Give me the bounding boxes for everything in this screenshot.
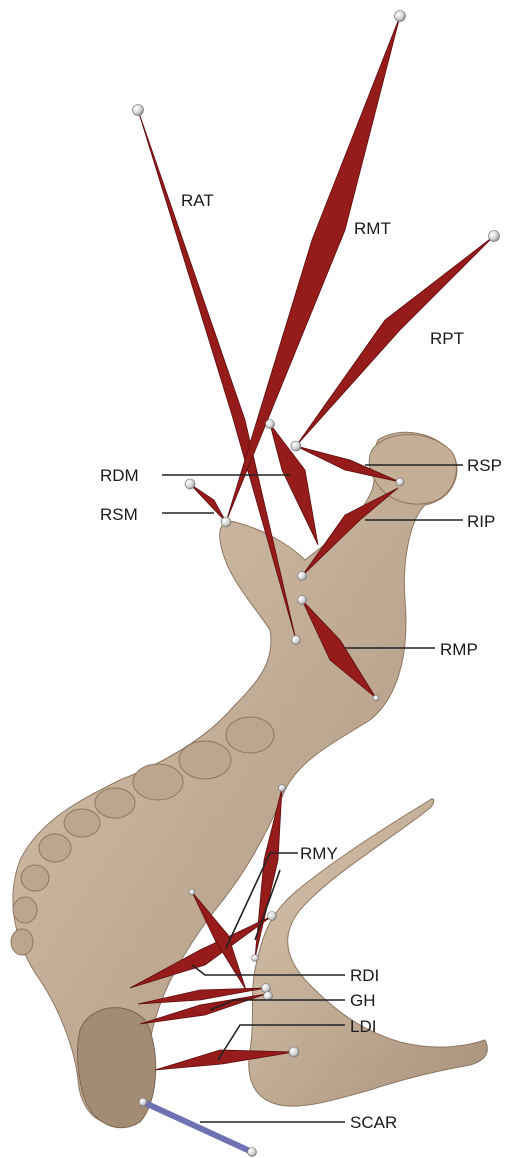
label-rdm: RDM bbox=[100, 466, 139, 485]
pin bbox=[133, 105, 144, 116]
incisor bbox=[21, 865, 49, 891]
pin bbox=[279, 785, 286, 792]
label-rsm: RSM bbox=[100, 505, 138, 524]
label-rsp: RSP bbox=[467, 456, 502, 475]
muscle-rsm bbox=[190, 484, 226, 522]
pin bbox=[185, 479, 195, 489]
label-rmt: RMT bbox=[354, 219, 391, 238]
pin bbox=[292, 636, 301, 645]
pin bbox=[264, 992, 273, 1001]
molar bbox=[133, 764, 183, 800]
pin bbox=[262, 984, 271, 993]
pin bbox=[266, 420, 275, 429]
hyoid-bone bbox=[249, 799, 488, 1106]
pin bbox=[289, 1047, 299, 1057]
premolar bbox=[64, 809, 100, 837]
pin bbox=[298, 572, 307, 581]
label-ldi: LDI bbox=[350, 1017, 376, 1036]
label-gh: GH bbox=[350, 991, 376, 1010]
label-scar: SCAR bbox=[350, 1113, 397, 1132]
pin bbox=[298, 596, 307, 605]
premolar bbox=[95, 788, 135, 818]
molar bbox=[179, 741, 231, 779]
pin bbox=[139, 1098, 147, 1106]
incisor bbox=[11, 929, 33, 955]
pin bbox=[396, 478, 404, 486]
pin bbox=[252, 955, 259, 962]
label-rat: RAT bbox=[181, 191, 214, 210]
molar bbox=[226, 717, 274, 753]
mandible bbox=[11, 432, 457, 1127]
label-rmy: RMY bbox=[300, 844, 338, 863]
pin bbox=[189, 889, 195, 895]
pin bbox=[268, 912, 277, 921]
label-rdi: RDI bbox=[350, 966, 379, 985]
pin bbox=[489, 231, 500, 242]
canine bbox=[39, 834, 71, 862]
incisor bbox=[13, 897, 37, 923]
muscle-rmt bbox=[226, 16, 400, 522]
label-rmp: RMP bbox=[440, 640, 478, 659]
pin bbox=[291, 441, 301, 451]
mandible-bone bbox=[13, 432, 457, 1122]
label-rip: RIP bbox=[467, 512, 495, 531]
scar-ligament bbox=[143, 1102, 252, 1152]
pin bbox=[395, 11, 406, 22]
pin bbox=[373, 695, 379, 701]
pin bbox=[248, 1148, 257, 1157]
label-rpt: RPT bbox=[430, 329, 464, 348]
pin bbox=[221, 517, 231, 527]
